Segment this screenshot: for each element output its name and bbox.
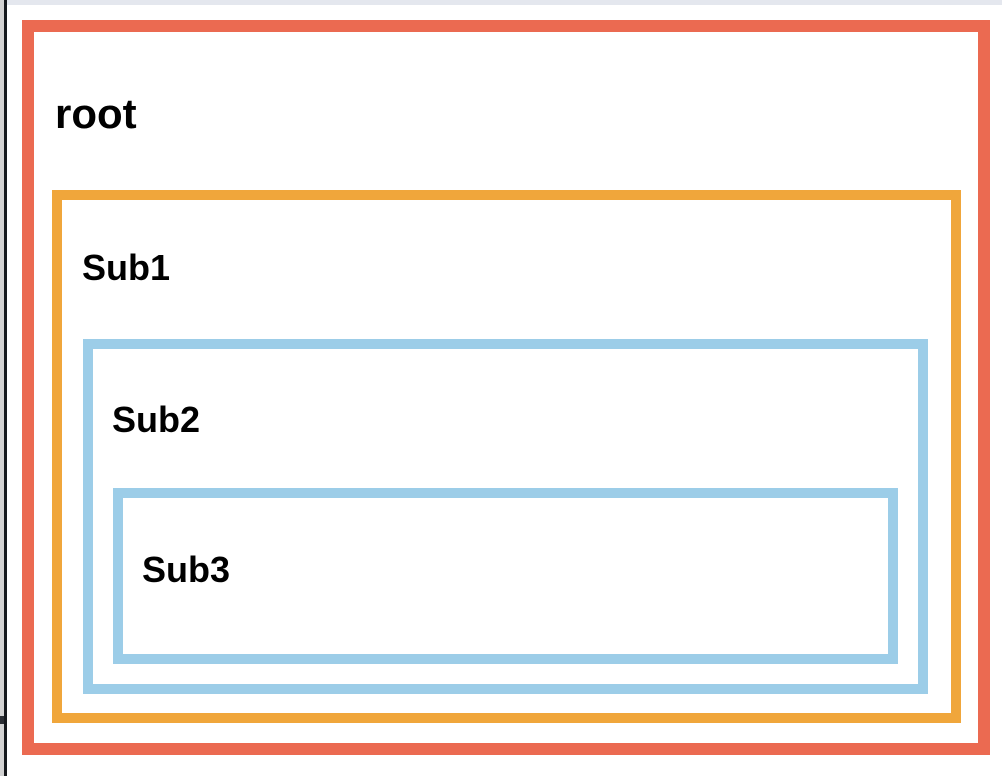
container-root-label: root — [55, 90, 137, 137]
container-sub1: Sub1 Sub2 Sub3 — [52, 190, 961, 723]
window-top-strip — [7, 0, 1002, 5]
window-left-edge — [0, 0, 4, 776]
container-sub3-label: Sub3 — [142, 549, 231, 590]
window-left-edge-notch — [0, 716, 4, 724]
window-left-edge-line — [4, 0, 7, 776]
container-sub3: Sub3 — [113, 488, 898, 664]
container-sub2-label: Sub2 — [112, 399, 201, 440]
container-sub2: Sub2 Sub3 — [83, 339, 928, 694]
container-root: root Sub1 Sub2 Sub3 — [22, 20, 990, 755]
container-sub1-label: Sub1 — [82, 247, 171, 288]
